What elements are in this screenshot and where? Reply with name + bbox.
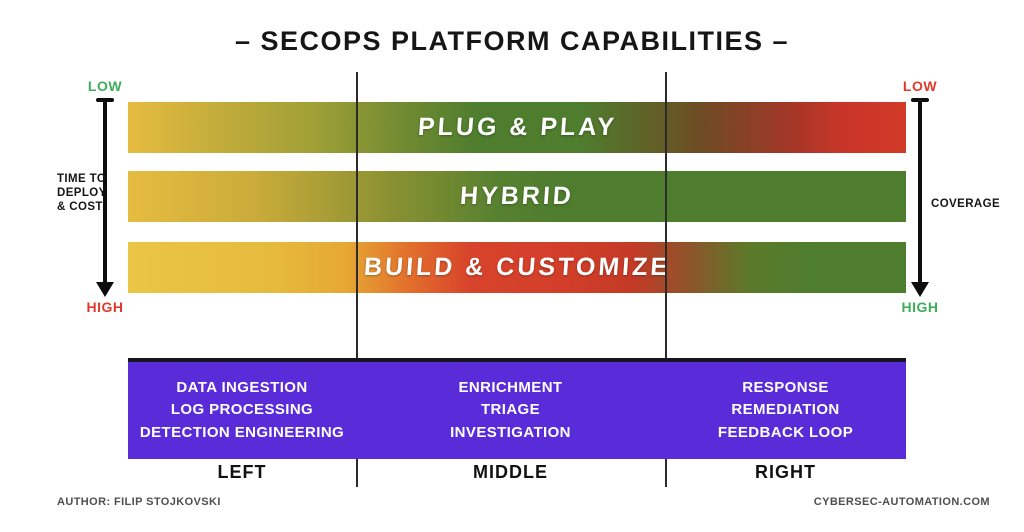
bar-build-and-customize: BUILD & CUSTOMIZE [128,242,906,293]
bar-plug-and-play-label: PLUG & PLAY [416,113,618,141]
right-axis-low-label: LOW [902,78,938,94]
capability-item: REMEDIATION [731,401,840,419]
right-axis-high-label: HIGH [901,299,939,315]
author-credit: AUTHOR: FILIP STOJKOVSKI [57,496,221,508]
position-label-right: RIGHT [755,462,816,482]
left-axis-arrow-stem [103,100,107,284]
capability-item: INVESTIGATION [450,423,571,441]
website-credit: CYBERSEC-AUTOMATION.COM [813,496,990,508]
capability-column-right: RESPONSE REMEDIATION FEEDBACK LOOP [665,362,906,459]
capability-item: RESPONSE [742,378,829,396]
bar-build-and-customize-label: BUILD & CUSTOMIZE [363,253,672,281]
capability-item: ENRICHMENT [458,378,563,396]
time-to-deploy-cost-label: TIME TO DEPLOY & COST [57,173,107,213]
right-axis-arrow-stem [918,100,922,284]
bar-hybrid: HYBRID [128,171,906,222]
position-label-left: LEFT [217,462,267,482]
arrow-down-icon [911,282,929,297]
divider-line-right [665,72,667,487]
page-title: – SECOPS PLATFORM CAPABILITIES – [234,26,790,56]
capability-item: DETECTION ENGINEERING [139,423,345,441]
position-label-middle: MIDDLE [473,462,548,482]
capability-column-middle: ENRICHMENT TRIAGE INVESTIGATION [356,362,665,459]
bar-plug-and-play: PLUG & PLAY [128,102,906,153]
left-axis-low-label: LOW [87,78,123,94]
capabilities-panel: DATA INGESTION LOG PROCESSING DETECTION … [128,358,906,459]
coverage-label: COVERAGE [931,198,1001,210]
capability-item: TRIAGE [480,401,541,419]
arrow-down-icon [96,282,114,297]
capability-column-left: DATA INGESTION LOG PROCESSING DETECTION … [128,362,356,459]
bar-hybrid-label: HYBRID [459,182,575,210]
position-labels-row: LEFT MIDDLE RIGHT [128,462,906,483]
capability-item: DATA INGESTION [176,378,308,396]
divider-line-left [356,72,358,487]
capability-item: FEEDBACK LOOP [717,423,854,441]
left-axis-high-label: HIGH [86,299,124,315]
capability-item: LOG PROCESSING [170,401,314,419]
